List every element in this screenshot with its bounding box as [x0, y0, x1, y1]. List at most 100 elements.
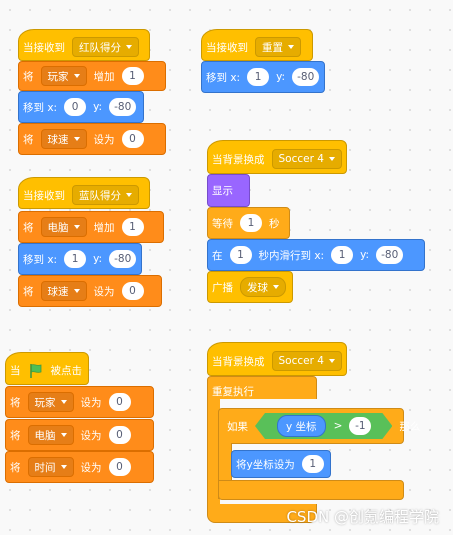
variable-dropdown[interactable]: 球速 — [40, 281, 87, 301]
chevron-down-icon — [60, 433, 67, 437]
number-input[interactable]: 0 — [108, 458, 131, 476]
chevron-down-icon — [73, 74, 80, 78]
chevron-down-icon — [73, 225, 80, 229]
seconds-input[interactable]: 1 — [240, 214, 262, 232]
block-label: y: — [276, 71, 286, 83]
chevron-down-icon — [73, 137, 80, 141]
variable-name: 玩家 — [34, 396, 56, 409]
variable-dropdown[interactable]: 玩家 — [40, 66, 87, 86]
backdrop-name: Soccer 4 — [278, 153, 324, 165]
green-flag-icon — [29, 363, 41, 378]
number-input[interactable]: 0 — [121, 282, 144, 300]
go-to-xy-block[interactable]: 移到 x: 1 y: -80 — [201, 61, 325, 93]
operator-symbol: > — [333, 420, 343, 432]
x-input[interactable]: 0 — [64, 98, 87, 116]
y-input[interactable]: -80 — [376, 246, 404, 264]
set-variable-block[interactable]: 将 电脑 设为 0 — [5, 419, 154, 451]
when-receive-reset-hat[interactable]: 当接收到 重置 — [201, 29, 313, 61]
when-backdrop-switches-hat[interactable]: 当背景换成 Soccer 4 — [207, 140, 347, 174]
broadcast-block[interactable]: 广播 发球 — [207, 271, 293, 303]
watermark: CSDN @创氪编程学院 — [286, 508, 439, 526]
number-input[interactable]: 1 — [121, 67, 144, 85]
block-label: y: — [93, 253, 103, 265]
when-flag-clicked-hat[interactable]: 当 被点击 — [5, 352, 89, 385]
variable-dropdown[interactable]: 时间 — [27, 457, 74, 477]
change-variable-block[interactable]: 将 电脑 增加 1 — [18, 211, 164, 243]
message-text: 重置 — [262, 41, 283, 54]
x-input[interactable]: 1 — [64, 250, 87, 268]
block-label: 将 — [10, 396, 21, 409]
block-label: 移到 x: — [23, 101, 58, 114]
variable-name: 电脑 — [47, 221, 69, 234]
set-variable-block[interactable]: 将 球速 设为 0 — [18, 123, 166, 155]
set-variable-block[interactable]: 将 玩家 设为 0 — [5, 386, 154, 418]
reporter-label: y 坐标 — [286, 420, 317, 433]
variable-dropdown[interactable]: 电脑 — [40, 217, 87, 237]
block-label: 设为 — [80, 429, 102, 442]
when-backdrop-switches-hat[interactable]: 当背景换成 Soccer 4 — [207, 342, 347, 376]
block-label: 增加 — [93, 221, 115, 234]
message-text: 红队得分 — [79, 41, 121, 54]
wait-block[interactable]: 等待 1 秒 — [207, 207, 290, 239]
x-input[interactable]: 1 — [331, 246, 354, 264]
block-label: 那么 — [399, 420, 421, 433]
number-input[interactable]: 0 — [121, 130, 144, 148]
broadcast-dropdown[interactable]: 发球 — [240, 277, 286, 297]
set-y-block[interactable]: 将y坐标设为 1 — [231, 450, 331, 478]
y-input[interactable]: -80 — [292, 68, 320, 86]
variable-dropdown[interactable]: 玩家 — [27, 392, 74, 412]
when-receive-red-score-hat[interactable]: 当接收到 红队得分 — [18, 29, 150, 61]
block-label: 将 — [10, 429, 21, 442]
block-label: 将y坐标设为 — [236, 458, 295, 471]
greater-than-operator[interactable]: y 坐标 > -1 — [255, 413, 392, 439]
block-label: 设为 — [80, 396, 102, 409]
message-dropdown[interactable]: 红队得分 — [72, 37, 139, 57]
y-position-reporter[interactable]: y 坐标 — [277, 415, 326, 437]
y-input[interactable]: 1 — [301, 455, 324, 473]
x-input[interactable]: 1 — [247, 68, 270, 86]
block-label: 移到 x: — [206, 71, 241, 84]
block-label: 广播 — [212, 281, 233, 294]
backdrop-dropdown[interactable]: Soccer 4 — [271, 351, 342, 371]
chevron-down-icon — [126, 45, 132, 49]
number-input[interactable]: 0 — [108, 393, 131, 411]
show-block[interactable]: 显示 — [207, 174, 250, 207]
y-input[interactable]: -80 — [109, 250, 137, 268]
if-block[interactable]: 如果 y 坐标 > -1 那么 — [218, 408, 420, 444]
broadcast-message: 发球 — [247, 281, 268, 294]
hat-label: 当接收到 — [23, 41, 65, 54]
block-label: y: — [93, 101, 103, 113]
number-input[interactable]: -1 — [349, 417, 371, 435]
block-label: 将 — [23, 70, 34, 83]
chevron-down-icon — [288, 45, 294, 49]
hat-label: 被点击 — [50, 365, 83, 377]
set-variable-block[interactable]: 将 时间 设为 0 — [5, 451, 154, 483]
glide-to-xy-block[interactable]: 在 1 秒内滑行到 x: 1 y: -80 — [207, 239, 425, 271]
block-label: y: — [360, 249, 370, 261]
block-label: 将 — [23, 133, 34, 146]
backdrop-name: Soccer 4 — [278, 355, 324, 367]
hat-label: 当接收到 — [206, 41, 248, 54]
block-label: 设为 — [80, 461, 102, 474]
when-receive-blue-score-hat[interactable]: 当接收到 蓝队得分 — [18, 177, 150, 209]
set-variable-block[interactable]: 将 球速 设为 0 — [18, 275, 162, 307]
variable-dropdown[interactable]: 电脑 — [27, 425, 74, 445]
variable-dropdown[interactable]: 球速 — [40, 129, 87, 149]
backdrop-dropdown[interactable]: Soccer 4 — [271, 149, 342, 169]
message-dropdown[interactable]: 蓝队得分 — [72, 185, 139, 205]
go-to-xy-block[interactable]: 移到 x: 0 y: -80 — [18, 91, 144, 123]
go-to-xy-block[interactable]: 移到 x: 1 y: -80 — [18, 243, 142, 275]
hat-label: 当背景换成 — [212, 355, 265, 368]
y-input[interactable]: -80 — [109, 98, 137, 116]
number-input[interactable]: 1 — [121, 218, 144, 236]
chevron-down-icon — [328, 157, 335, 161]
message-dropdown[interactable]: 重置 — [255, 37, 301, 57]
block-label: 秒 — [269, 217, 280, 230]
block-label: 将 — [23, 285, 34, 298]
block-label: 将 — [10, 461, 21, 474]
seconds-input[interactable]: 1 — [229, 246, 252, 264]
block-label: 在 — [212, 249, 223, 262]
change-variable-block[interactable]: 将 玩家 增加 1 — [18, 61, 166, 91]
block-label: 重复执行 — [212, 386, 254, 398]
number-input[interactable]: 0 — [108, 426, 131, 444]
